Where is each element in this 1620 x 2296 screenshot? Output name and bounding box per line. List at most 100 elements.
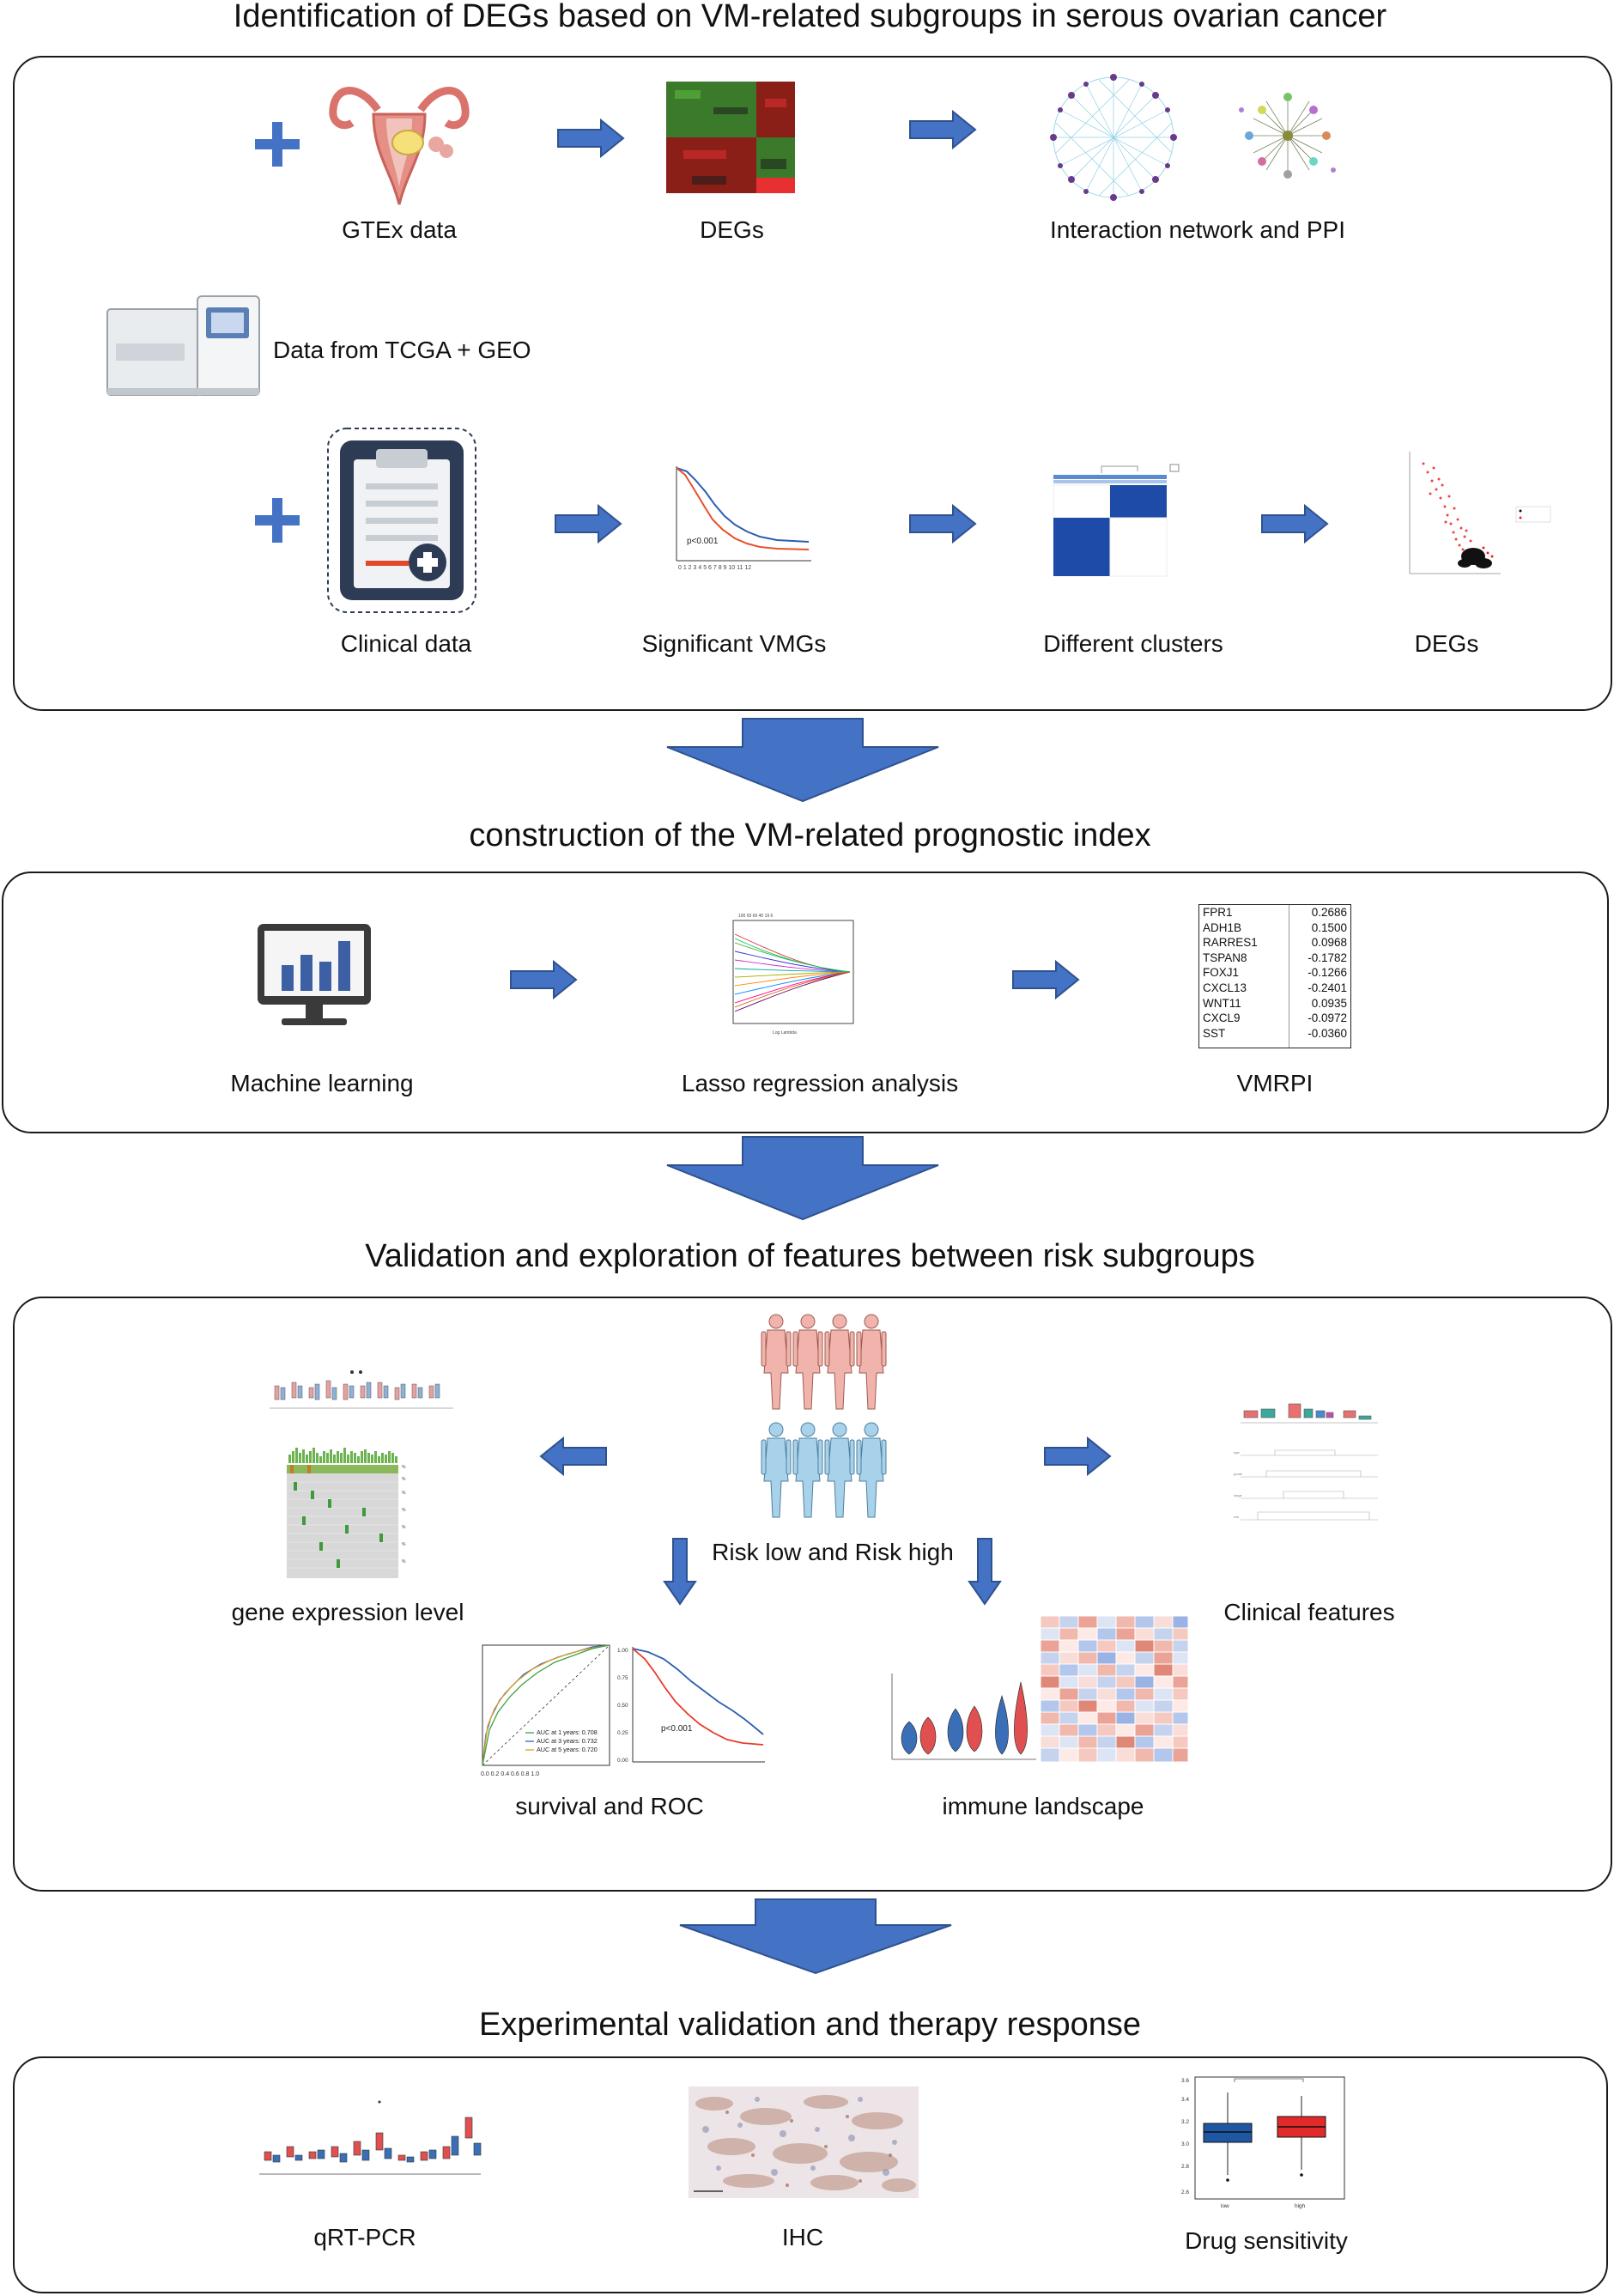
svg-text:2.8: 2.8 xyxy=(1181,2164,1189,2170)
gene-expression-boxplot xyxy=(270,1370,453,1409)
arrow-right-icon xyxy=(1261,504,1329,544)
label-immune: immune landscape xyxy=(942,1793,1144,1819)
monitor-chart-icon xyxy=(258,924,371,1025)
svg-text:%: % xyxy=(402,1477,406,1482)
vmrpi-coefficient: -0.1782 xyxy=(1308,951,1347,964)
immune-correlation-heatmap xyxy=(1041,1616,1188,1762)
svg-text:risk: risk xyxy=(1234,1515,1239,1519)
plus-icon xyxy=(255,498,300,543)
vmrpi-row: CXCL9 -0.0972 xyxy=(1199,1011,1350,1026)
vmrpi-coefficient: 0.1500 xyxy=(1311,920,1347,934)
panel-validation xyxy=(13,1297,1612,1892)
section-4-title: Experimental validation and therapy resp… xyxy=(478,2007,1142,2043)
label-data-source: Data from TCGA + GEO xyxy=(273,337,531,363)
ihc-staining-image xyxy=(689,2086,919,2198)
svg-text:3.0: 3.0 xyxy=(1181,2141,1189,2147)
vmrpi-row: CXCL13-0.2401 xyxy=(1199,981,1350,996)
risk-km-survival-plot: p<0.001 1.000.750.500.250.00 xyxy=(617,1647,765,1764)
vmrpi-gene: RARRES1 xyxy=(1203,936,1258,950)
plus-icon xyxy=(255,122,300,167)
arrow-right-icon xyxy=(1012,960,1080,999)
vmrpi-gene: CXCL9 xyxy=(1203,1011,1241,1025)
vmrpi-row: TSPAN8 -0.1782 xyxy=(1199,951,1350,966)
arrow-right-icon xyxy=(909,504,977,544)
svg-text:%: % xyxy=(402,1508,406,1513)
vmrpi-row: FOXJ1 -0.1266 xyxy=(1199,965,1350,981)
section-2-title: construction of the VM-related prognosti… xyxy=(469,817,1151,853)
arrow-down-icon xyxy=(679,1898,952,1975)
label-gtex: GTEx data xyxy=(342,216,457,243)
vmrpi-coefficient: -0.1266 xyxy=(1308,966,1347,980)
immune-violin-plot xyxy=(891,1673,1036,1760)
roc-legend-5y: AUC at 5 years: 0.720 xyxy=(537,1746,598,1753)
label-machine-learning: Machine learning xyxy=(230,1070,414,1096)
svg-text:grade: grade xyxy=(1234,1472,1243,1476)
label-ihc: IHC xyxy=(781,2224,824,2250)
label-qrtpcr: qRT-PCR xyxy=(313,2224,416,2250)
arrow-down-icon xyxy=(666,718,939,803)
label-degs-bottom: DEGs xyxy=(1414,630,1479,657)
drug-x-low: low xyxy=(1221,2203,1229,2209)
arrow-right-icon xyxy=(555,504,622,544)
risk-km-pvalue: p<0.001 xyxy=(661,1724,693,1734)
label-network: Interaction network and PPI xyxy=(1050,216,1345,243)
ppi-network xyxy=(1239,93,1336,179)
roc-curve-plot: AUC at 1 years: 0.708 AUC at 3 years: 0.… xyxy=(481,1644,610,1777)
vmrpi-gene: SST xyxy=(1203,1026,1226,1040)
svg-text:%: % xyxy=(402,1525,406,1530)
vmrpi-gene: FOXJ1 xyxy=(1203,966,1240,980)
patient-population-icon xyxy=(761,1314,887,1518)
svg-text:Log Lambda: Log Lambda xyxy=(773,1030,797,1036)
label-survival-roc: survival and ROC xyxy=(515,1793,704,1819)
svg-text:%: % xyxy=(402,1559,406,1564)
consensus-cluster-heatmap xyxy=(1053,464,1180,577)
svg-text:0.0 0.2 0.4 0.6 0.8: 0.0 0.2 0.4 0.6 0.8 1.0 xyxy=(481,1771,539,1777)
vmrpi-coefficient: -0.0972 xyxy=(1308,1011,1347,1025)
svg-text:3.6: 3.6 xyxy=(1181,2078,1189,2084)
clipboard-medical-icon xyxy=(327,428,476,613)
vmrpi-row: SST-0.0360 xyxy=(1199,1026,1350,1042)
lasso-coefficient-plot: 100 93 66 40 19 6 Log Lambda xyxy=(732,914,854,1036)
vmrpi-gene: CXCL13 xyxy=(1203,981,1247,994)
svg-text:0.50: 0.50 xyxy=(617,1703,628,1709)
uterus-icon xyxy=(329,87,470,205)
arrow-down-small-icon xyxy=(968,1538,1002,1606)
qrtpcr-boxplot xyxy=(259,2100,482,2175)
svg-text:%: % xyxy=(402,1465,406,1470)
km-survival-plot: p<0.001 0 1 2 3 4 5 6 7 8 9 10 11 12 xyxy=(676,466,811,571)
section-3-title: Validation and exploration of features b… xyxy=(365,1238,1255,1274)
label-risk-groups: Risk low and Risk high xyxy=(712,1539,954,1565)
label-clusters: Different clusters xyxy=(1043,630,1223,657)
arrow-down-icon xyxy=(666,1136,939,1221)
vmrpi-coefficient: 0.2686 xyxy=(1311,906,1347,919)
label-clinical: Clinical data xyxy=(340,630,472,657)
label-drug-sensitivity: Drug sensitivity xyxy=(1185,2227,1348,2254)
vmrpi-coefficient: 0.0968 xyxy=(1311,936,1347,950)
vmrpi-gene: TSPAN8 xyxy=(1203,951,1247,964)
arrow-down-small-icon xyxy=(663,1538,697,1606)
km-pvalue: p<0.001 xyxy=(687,537,719,546)
volcano-plot xyxy=(1409,452,1551,574)
roc-legend-1y: AUC at 1 years: 0.708 xyxy=(537,1728,598,1736)
svg-text:2.6: 2.6 xyxy=(1181,2190,1189,2196)
arrow-right-icon xyxy=(909,110,977,149)
svg-text:3.4: 3.4 xyxy=(1181,2097,1189,2103)
roc-legend-3y: AUC at 3 years: 0.732 xyxy=(537,1737,598,1745)
label-clinical-features: Clinical features xyxy=(1223,1599,1395,1625)
svg-text:100 93 66 40 19 6: 100 93 66 40 19 6 xyxy=(738,914,774,919)
svg-text:1.00: 1.00 xyxy=(617,1648,628,1654)
label-lasso: Lasso regression analysis xyxy=(681,1070,959,1096)
drug-x-high: high xyxy=(1295,2203,1306,2209)
arrow-left-icon xyxy=(539,1437,607,1476)
vmrpi-gene: WNT11 xyxy=(1203,996,1241,1010)
label-vmrpi: VMRPI xyxy=(1236,1070,1314,1096)
vmrpi-row: RARRES1 0.0968 xyxy=(1199,935,1350,951)
interaction-network xyxy=(1050,74,1177,201)
svg-text:%: % xyxy=(402,1542,406,1547)
